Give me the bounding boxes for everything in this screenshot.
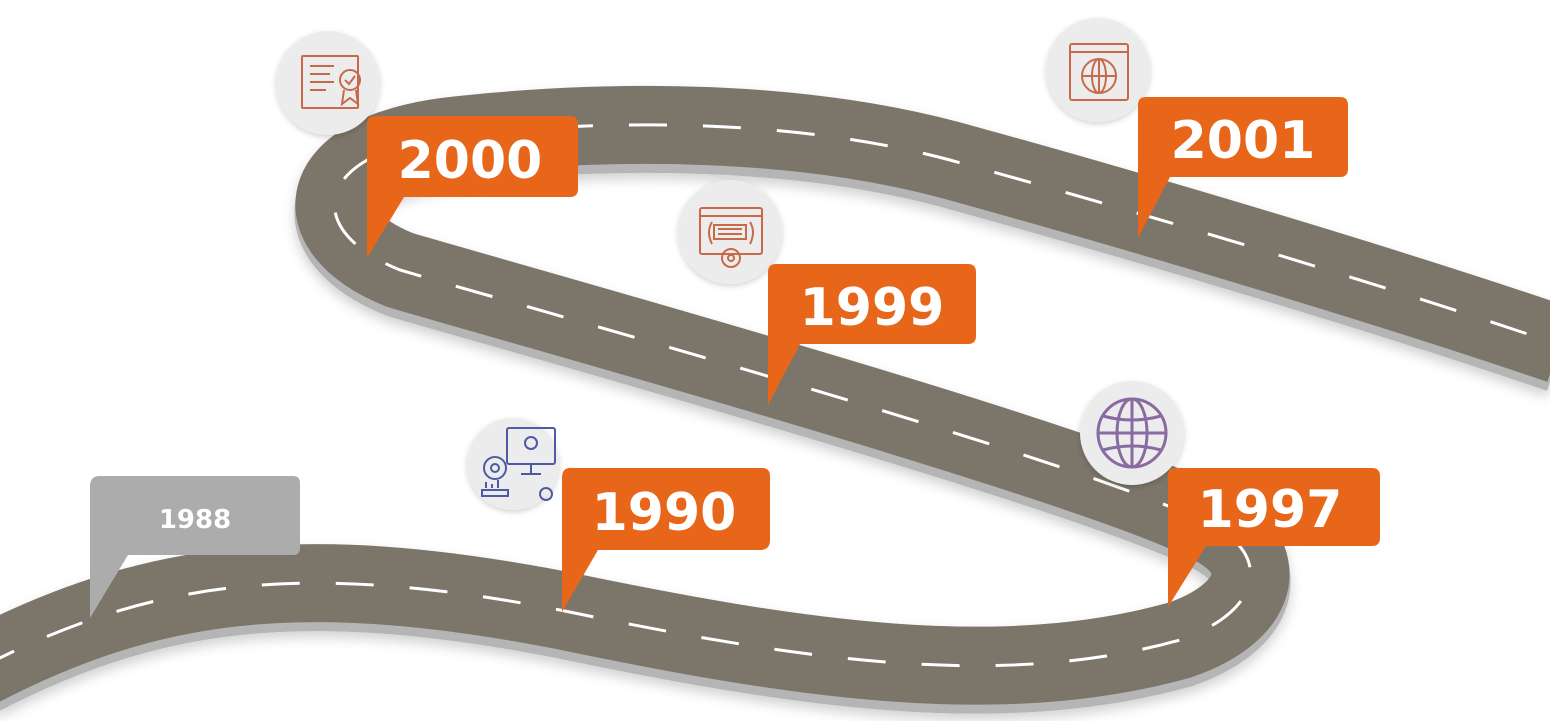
flag-2000: [367, 116, 578, 258]
icon-circle-1999: [678, 180, 782, 284]
year-label-1999: 1999: [800, 278, 945, 338]
globe-icon: [1096, 397, 1168, 469]
certificate-icon: [301, 55, 361, 109]
flag-1997: [1168, 468, 1380, 607]
milestone-1988: 1988: [90, 476, 300, 618]
year-label-2000: 2000: [398, 131, 543, 191]
web-code-settings-icon: [699, 207, 763, 268]
flag-2001: [1138, 97, 1348, 238]
milestone-1999: 1999: [678, 180, 976, 405]
year-label-2001: 2001: [1171, 111, 1316, 171]
computer-gear-icon: [481, 427, 556, 501]
year-label-1997: 1997: [1198, 480, 1343, 540]
flag-1999: [768, 264, 976, 405]
flag-1990: [562, 468, 770, 612]
flag-1988: [90, 476, 300, 618]
milestone-2001: 2001: [1046, 18, 1348, 238]
milestone-1990: 1990: [467, 418, 770, 612]
year-label-1990: 1990: [592, 483, 737, 543]
milestone-1997: 1997: [1080, 381, 1380, 607]
browser-globe-icon: [1069, 43, 1129, 101]
milestone-2000: 2000: [276, 31, 578, 258]
year-label-1988: 1988: [159, 505, 231, 535]
